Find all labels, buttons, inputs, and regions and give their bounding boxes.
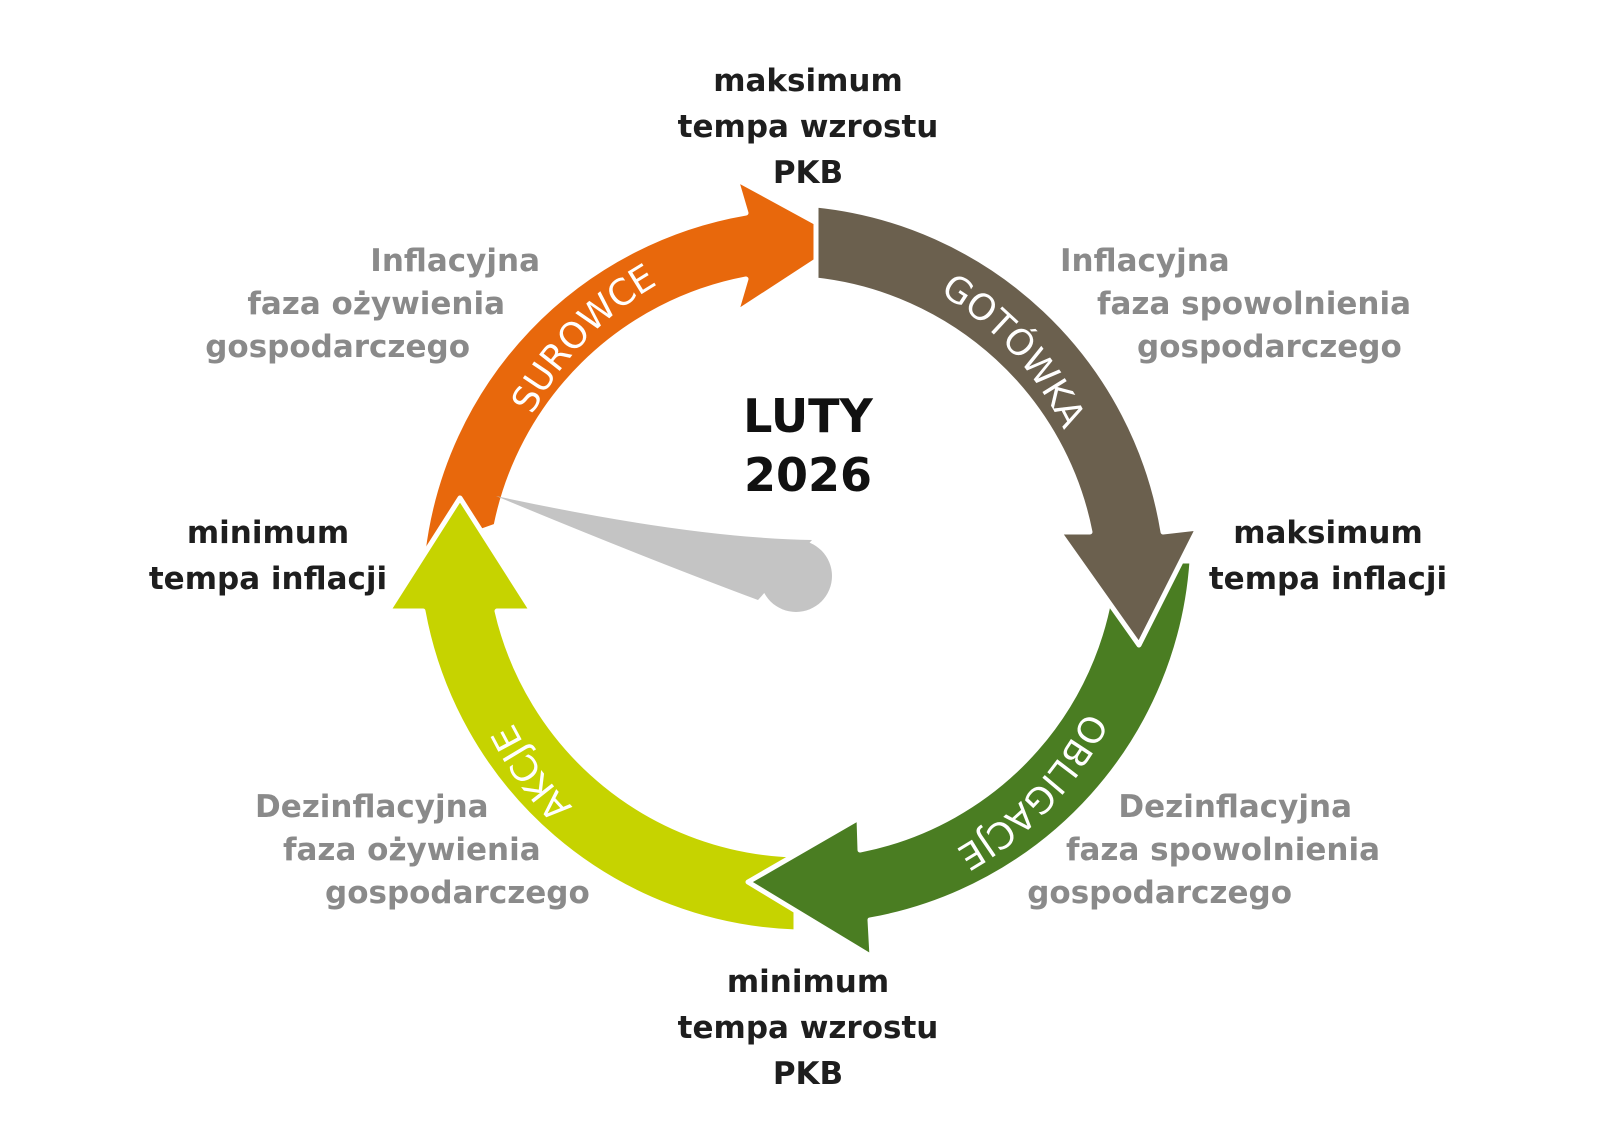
pointer-hub bbox=[760, 540, 832, 612]
title-month: LUTY bbox=[743, 389, 873, 443]
svg-text:Inflacyjna: Inflacyjna bbox=[1060, 243, 1230, 279]
svg-text:Dezinflacyjna: Dezinflacyjna bbox=[1118, 789, 1352, 825]
phase-bottom-right-label: Dezinflacyjna faza spowolnienia gospodar… bbox=[1027, 789, 1380, 911]
obligacje-arrow bbox=[745, 558, 1195, 960]
svg-text:minimum: minimum bbox=[727, 964, 889, 1000]
svg-text:gospodarczego: gospodarczego bbox=[325, 875, 590, 911]
svg-text:minimum: minimum bbox=[187, 515, 349, 551]
gotowka-arrow bbox=[813, 202, 1201, 648]
svg-text:tempa inflacji: tempa inflacji bbox=[149, 561, 387, 597]
svg-text:gospodarczego: gospodarczego bbox=[1027, 875, 1292, 911]
svg-text:Dezinflacyjna: Dezinflacyjna bbox=[255, 789, 489, 825]
surowce-arrow bbox=[420, 176, 851, 555]
extreme-bottom-label: minimum tempa wzrostu PKB bbox=[678, 964, 939, 1092]
svg-text:gospodarczego: gospodarczego bbox=[205, 329, 470, 365]
extreme-right-label: maksimum tempa inflacji bbox=[1209, 515, 1447, 597]
akcje-arrow bbox=[385, 495, 799, 935]
phase-bottom-left-label: Dezinflacyjna faza ożywienia gospodarcze… bbox=[255, 789, 590, 911]
svg-text:gospodarczego: gospodarczego bbox=[1137, 329, 1402, 365]
pointer-needle bbox=[496, 496, 812, 600]
svg-text:faza spowolnienia: faza spowolnienia bbox=[1066, 832, 1380, 868]
svg-text:faza ożywienia: faza ożywienia bbox=[283, 832, 541, 868]
svg-text:faza ożywienia: faza ożywienia bbox=[247, 286, 505, 322]
svg-text:tempa wzrostu: tempa wzrostu bbox=[678, 109, 939, 145]
svg-text:faza spowolnienia: faza spowolnienia bbox=[1097, 286, 1411, 322]
svg-text:PKB: PKB bbox=[773, 1056, 843, 1092]
svg-text:maksimum: maksimum bbox=[713, 63, 903, 99]
svg-text:maksimum: maksimum bbox=[1233, 515, 1423, 551]
extreme-top-label: maksimum tempa wzrostu PKB bbox=[678, 63, 939, 191]
svg-text:tempa inflacji: tempa inflacji bbox=[1209, 561, 1447, 597]
svg-text:PKB: PKB bbox=[773, 155, 843, 191]
title-year: 2026 bbox=[744, 448, 872, 502]
svg-text:Inflacyjna: Inflacyjna bbox=[370, 243, 540, 279]
svg-text:tempa wzrostu: tempa wzrostu bbox=[678, 1010, 939, 1046]
phase-top-right-label: Inflacyjna faza spowolnienia gospodarcze… bbox=[1060, 243, 1411, 365]
clock-pointer bbox=[496, 496, 832, 612]
phase-top-left-label: Inflacyjna faza ożywienia gospodarczego bbox=[205, 243, 540, 365]
extreme-left-label: minimum tempa inflacji bbox=[149, 515, 387, 597]
